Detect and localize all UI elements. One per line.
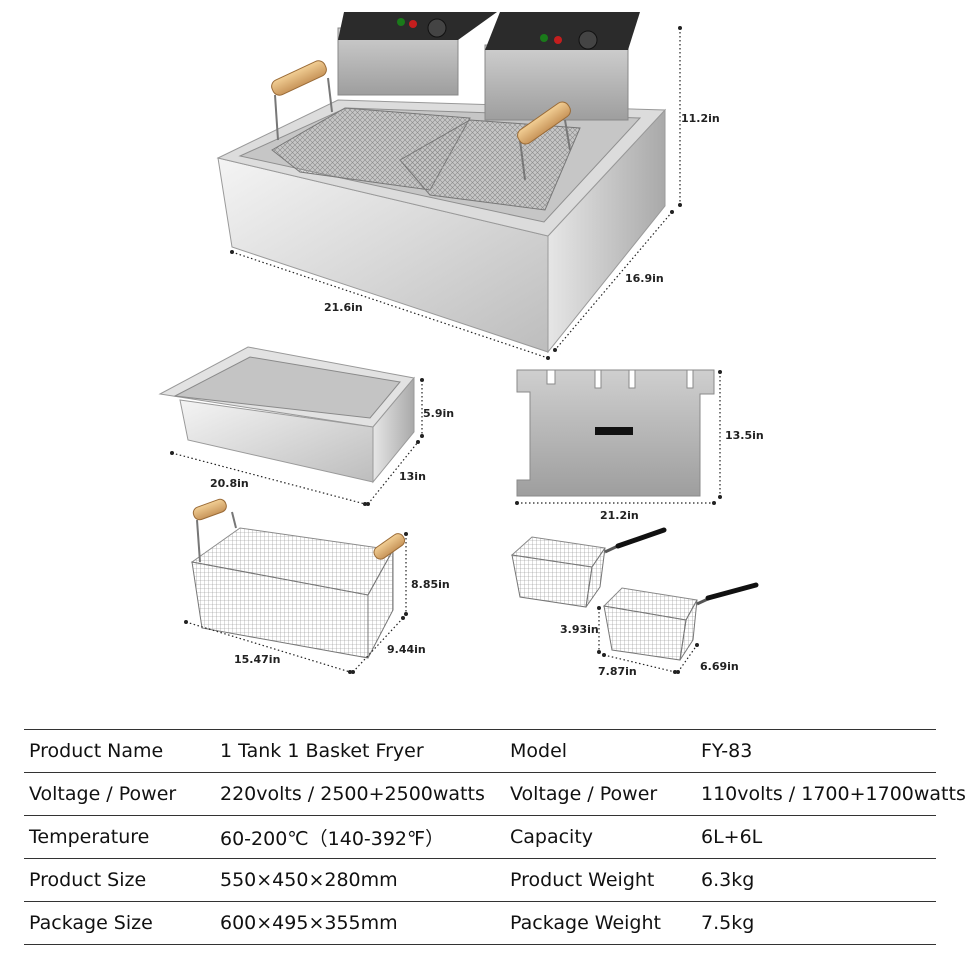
table-row: Voltage / Power 220volts / 2500+2500watt… [24, 773, 966, 816]
spec-value: 550×450×280mm [220, 869, 398, 891]
spec-value: 220volts / 2500+2500watts [220, 783, 485, 805]
spec-value: 600×495×355mm [220, 912, 398, 934]
spec-label: Product Name [29, 740, 164, 762]
spec-value: 1 Tank 1 Basket Fryer [220, 740, 424, 762]
spec-label: Product Size [29, 869, 147, 891]
fryer-image [216, 12, 667, 354]
spec-value: 60-200℃（140-392℉） [220, 827, 445, 850]
spec-value: FY-83 [701, 740, 753, 762]
small-basket-length-label: 7.87in [598, 665, 637, 678]
spec-value: 7.5kg [701, 912, 755, 934]
tank-length-label: 20.8in [210, 477, 249, 490]
spec-table: Product Name 1 Tank 1 Basket Fryer Model… [24, 729, 966, 945]
big-basket-image [190, 498, 406, 659]
small-basket-image-1 [510, 527, 667, 608]
spec-value: 6.3kg [701, 869, 755, 891]
big-basket-height-label: 8.85in [411, 578, 450, 591]
spec-label: Voltage / Power [510, 783, 658, 805]
spec-value: 6L+6L [701, 826, 763, 848]
small-basket-image-2 [602, 582, 759, 661]
fryer-width-label: 21.6in [324, 301, 363, 314]
spec-label: Capacity [510, 826, 594, 848]
tank-width-label: 13in [399, 470, 426, 483]
big-basket-width-label: 9.44in [387, 643, 426, 656]
oil-tank-image [158, 346, 415, 484]
spec-label: Package Size [29, 912, 153, 934]
control-head-right [484, 12, 640, 121]
spec-value: 110volts / 1700+1700watts [701, 783, 966, 805]
spec-label: Voltage / Power [29, 783, 177, 805]
table-row: Temperature 60-200℃（140-392℉） Capacity 6… [24, 816, 936, 859]
fryer-depth-label: 16.9in [625, 272, 664, 285]
big-basket-length-label: 15.47in [234, 653, 280, 666]
lid-width-label: 21.2in [600, 509, 639, 522]
table-row: Product Size 550×450×280mm Product Weigh… [24, 859, 936, 902]
table-row: Product Name 1 Tank 1 Basket Fryer Model… [24, 729, 936, 773]
tank-height-label: 5.9in [423, 407, 454, 420]
table-row: Package Size 600×495×355mm Package Weigh… [24, 902, 936, 945]
fryer-height-label: 11.2in [681, 112, 720, 125]
product-illustration: 11.2in 16.9in 21.6in 5.9in 20.8in 13in 1… [158, 12, 764, 678]
spec-label: Product Weight [510, 869, 655, 891]
lid-height-label: 13.5in [725, 429, 764, 442]
small-basket-width-label: 6.69in [700, 660, 739, 673]
control-head-left [337, 12, 497, 96]
spec-label: Temperature [29, 826, 150, 848]
spec-label: Package Weight [510, 912, 661, 934]
spec-label: Model [510, 740, 568, 762]
small-basket-height-label: 3.93in [560, 623, 599, 636]
fryer-basket-right [399, 101, 581, 211]
cover-plate-image [516, 369, 715, 497]
